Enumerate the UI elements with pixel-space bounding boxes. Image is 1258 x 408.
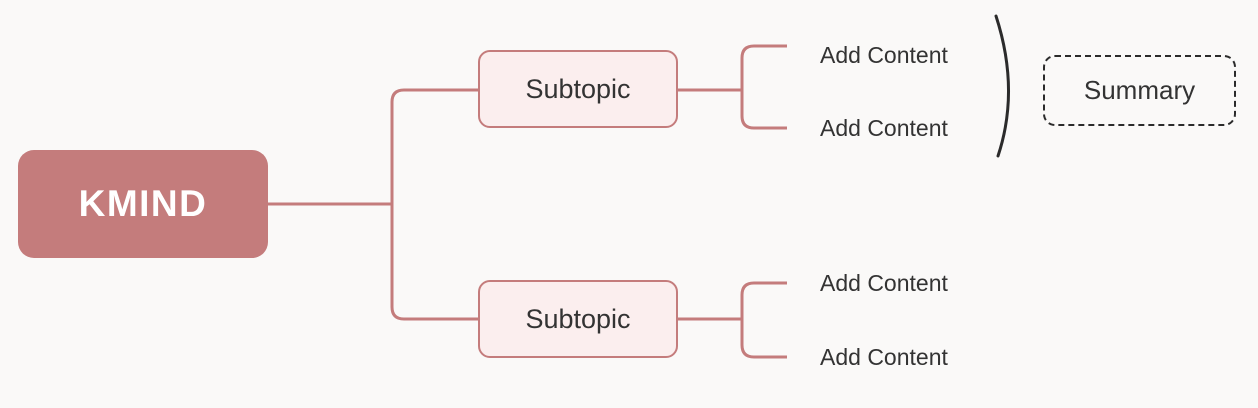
leaf-node-add-content-3[interactable]: Add Content bbox=[820, 266, 1020, 300]
leaf-node-add-content-2-label: Add Content bbox=[820, 114, 948, 141]
subtopic-node-2-label: Subtopic bbox=[525, 303, 631, 334]
connector-subtopic-2-branch-upper bbox=[740, 281, 787, 319]
connector-subtopic-2-branch-lower bbox=[740, 319, 787, 359]
leaf-node-add-content-3-label: Add Content bbox=[820, 269, 948, 296]
subtopic-node-1[interactable]: Subtopic bbox=[478, 50, 678, 128]
leaf-node-add-content-4[interactable]: Add Content bbox=[820, 340, 1020, 374]
connector-subtopic-1-branch-upper bbox=[740, 44, 787, 90]
leaf-node-add-content-1[interactable]: Add Content bbox=[820, 38, 1020, 72]
root-node-label: KMIND bbox=[78, 183, 208, 224]
subtopic-node-2[interactable]: Subtopic bbox=[478, 280, 678, 358]
connector-trunk-lower bbox=[390, 204, 478, 321]
leaf-node-add-content-1-label: Add Content bbox=[820, 41, 948, 68]
connector-trunk-upper bbox=[390, 88, 478, 204]
root-node-kmind[interactable]: KMIND bbox=[18, 150, 268, 258]
connector-subtopic-1-branch-lower bbox=[740, 90, 787, 130]
summary-node[interactable]: Summary bbox=[1043, 55, 1236, 126]
summary-node-label: Summary bbox=[1083, 75, 1196, 105]
leaf-node-add-content-4-label: Add Content bbox=[820, 343, 948, 370]
leaf-node-add-content-2[interactable]: Add Content bbox=[820, 111, 1020, 145]
subtopic-node-1-label: Subtopic bbox=[525, 73, 631, 104]
